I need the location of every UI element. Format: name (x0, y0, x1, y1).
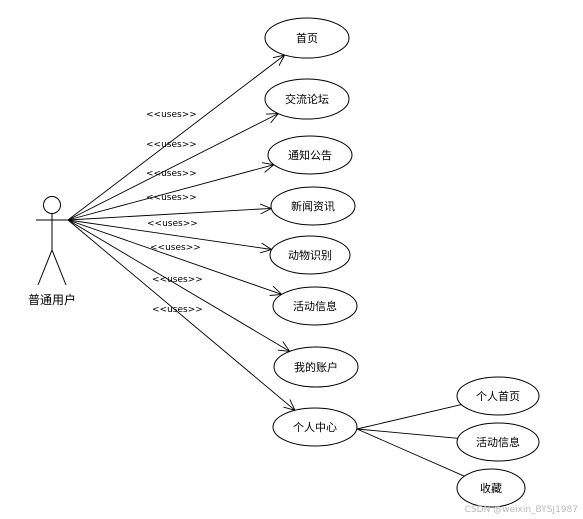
actor-left-leg (37, 249, 53, 286)
sub-line-favorites (356, 428, 465, 477)
use-case-notice: 通知公告 (267, 135, 353, 175)
sub-use-case-ellipse (456, 376, 540, 416)
stereotype-label: <<uses>> (146, 110, 197, 120)
stereotype-label: <<uses>> (150, 243, 201, 253)
actor-head (43, 196, 61, 214)
stereotype-label: <<uses>> (147, 219, 198, 229)
use-case-label: 交流论坛 (285, 92, 329, 106)
sub-use-case-personal-home: 个人首页 (456, 376, 540, 416)
use-case-ellipse (272, 286, 358, 326)
use-case-ellipse (270, 186, 356, 226)
stereotype-label: <<uses>> (152, 275, 203, 285)
stereotype-label: <<uses>> (146, 193, 197, 203)
sub-use-case-lines (356, 404, 465, 477)
use-case-label: 首页 (296, 31, 318, 45)
use-case-activity: 活动信息 (272, 286, 358, 326)
sub-line-personal-activity (356, 428, 458, 439)
actor-figure (36, 196, 68, 286)
actor-right-leg (51, 249, 67, 286)
use-case-label: 个人中心 (293, 421, 337, 434)
sub-use-case-ellipse (456, 422, 540, 462)
stereotype-label: <<uses>> (146, 140, 197, 150)
use-case-label: 通知公告 (288, 148, 332, 162)
association-line-notice (67, 165, 274, 221)
use-case-ellipse (264, 78, 350, 120)
sub-use-case-label: 活动信息 (476, 435, 520, 449)
use-case-ellipse (273, 346, 359, 388)
association-line-news (67, 208, 271, 221)
association-line-home (67, 55, 285, 221)
use-case-ellipse (272, 407, 358, 447)
sub-use-case-label: 个人首页 (476, 389, 520, 403)
stereotype-labels: <<uses>> <<uses>> <<uses>> <<uses>> <<uses>>… (146, 110, 203, 315)
association-line-account (67, 219, 290, 351)
use-case-news: 新闻资讯 (270, 186, 356, 226)
actor-label: 普通用户 (28, 292, 76, 307)
sub-line-personal-home (356, 404, 462, 430)
watermark: CSDN @weixin_BYSJ1987 (465, 505, 578, 515)
use-case-center: 个人中心 (272, 407, 358, 447)
use-case-label: 动物识别 (288, 248, 332, 262)
association-line-center (67, 219, 295, 410)
use-case-label: 我的账户 (294, 360, 338, 374)
use-case-ellipse (269, 235, 351, 275)
stereotype-label: <<uses>> (146, 169, 197, 179)
sub-use-case-favorites: 收藏 (456, 468, 526, 508)
sub-use-case-ellipse (456, 468, 526, 508)
use-case-ellipse (267, 135, 353, 175)
association-line-animal (67, 219, 272, 250)
use-case-home: 首页 (264, 17, 350, 59)
use-case-forum: 交流论坛 (264, 78, 350, 120)
association-line-forum (67, 114, 278, 221)
use-case-label: 活动信息 (293, 299, 337, 313)
association-line-activity (67, 219, 282, 294)
use-case-account: 我的账户 (273, 346, 359, 388)
use-case-animal: 动物识别 (269, 235, 351, 275)
use-case-label: 新闻资讯 (291, 199, 335, 213)
stereotype-label: <<uses>> (152, 305, 203, 315)
sub-use-case-personal-activity: 活动信息 (456, 422, 540, 462)
sub-use-case-label: 收藏 (480, 481, 502, 495)
association-lines (67, 55, 295, 410)
use-case-ellipse (264, 17, 350, 59)
